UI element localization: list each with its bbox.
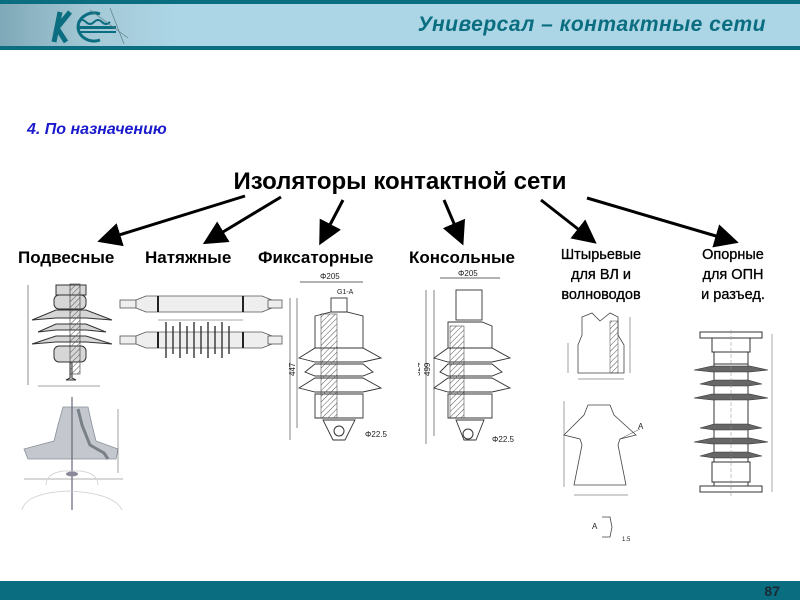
fixator-diameter-label: Φ205 (320, 272, 340, 281)
console-diameter-label: Φ205 (458, 269, 478, 278)
category-pin: Штырьевые для ВЛ и волноводов (556, 245, 646, 305)
arrow-to-console (442, 199, 466, 246)
pin-section-mark: A (638, 422, 644, 431)
category-support-line-1: Опорные (702, 247, 764, 263)
category-fixator: Фиксаторные (258, 248, 374, 267)
category-tension: Натяжные (145, 248, 232, 267)
footer-bar: 87 (0, 581, 800, 600)
console-height-inner: 499 (423, 362, 432, 376)
tension-drawing (119, 295, 283, 358)
category-console: Консольные (409, 248, 515, 267)
category-support: Опорные для ОПН и разъед. (688, 245, 778, 305)
console-height-total: 524 (418, 362, 422, 376)
fixator-height-inner: 447 (288, 362, 297, 376)
pin-detail-mark: A (592, 522, 598, 531)
company-logo (51, 8, 129, 44)
suspension-polymer-drawing (27, 283, 113, 387)
arrow-to-suspension (97, 194, 246, 247)
console-drawing: Φ205 524 499 Φ22.5 (418, 269, 515, 444)
pin-detail-dim: 1.5 (622, 537, 631, 543)
header-photo (0, 4, 180, 46)
pin-drawing: A A 1.5 (563, 312, 644, 543)
fixator-drawing: Φ205 G1-A 472 447 Φ22.5 (285, 272, 388, 441)
fixator-height-total: 472 (285, 362, 287, 376)
category-pin-line-2: для ВЛ и (571, 267, 631, 283)
suspension-disc-drawing (21, 397, 123, 510)
console-hole-label: Φ22.5 (492, 435, 515, 444)
category-support-line-3: и разъед. (701, 287, 765, 303)
header-title: Универсал – контактные сети (417, 13, 766, 36)
section-subtitle: 4. По назначению (27, 121, 167, 138)
arrow-to-tension (202, 195, 282, 245)
arrow-to-support (586, 196, 739, 248)
support-drawing (693, 330, 773, 498)
category-pin-line-1: Штырьевые (560, 247, 642, 263)
category-support-line-2: для ОПН (702, 267, 764, 283)
arrow-to-pin (540, 198, 597, 244)
diagram-title: Изоляторы контактной сети (233, 168, 567, 195)
arrow-to-fixator (319, 199, 345, 246)
category-pin-line-3: волноводов (561, 287, 641, 303)
fixator-hole-label: Φ22.5 (365, 430, 388, 439)
fixator-thread-label: G1-A (337, 289, 354, 296)
page-number: 87 (764, 583, 780, 599)
header-bar: Универсал – контактные сети (0, 0, 800, 50)
header-band: Универсал – контактные сети (0, 4, 800, 46)
category-suspension: Подвесные (18, 248, 115, 267)
